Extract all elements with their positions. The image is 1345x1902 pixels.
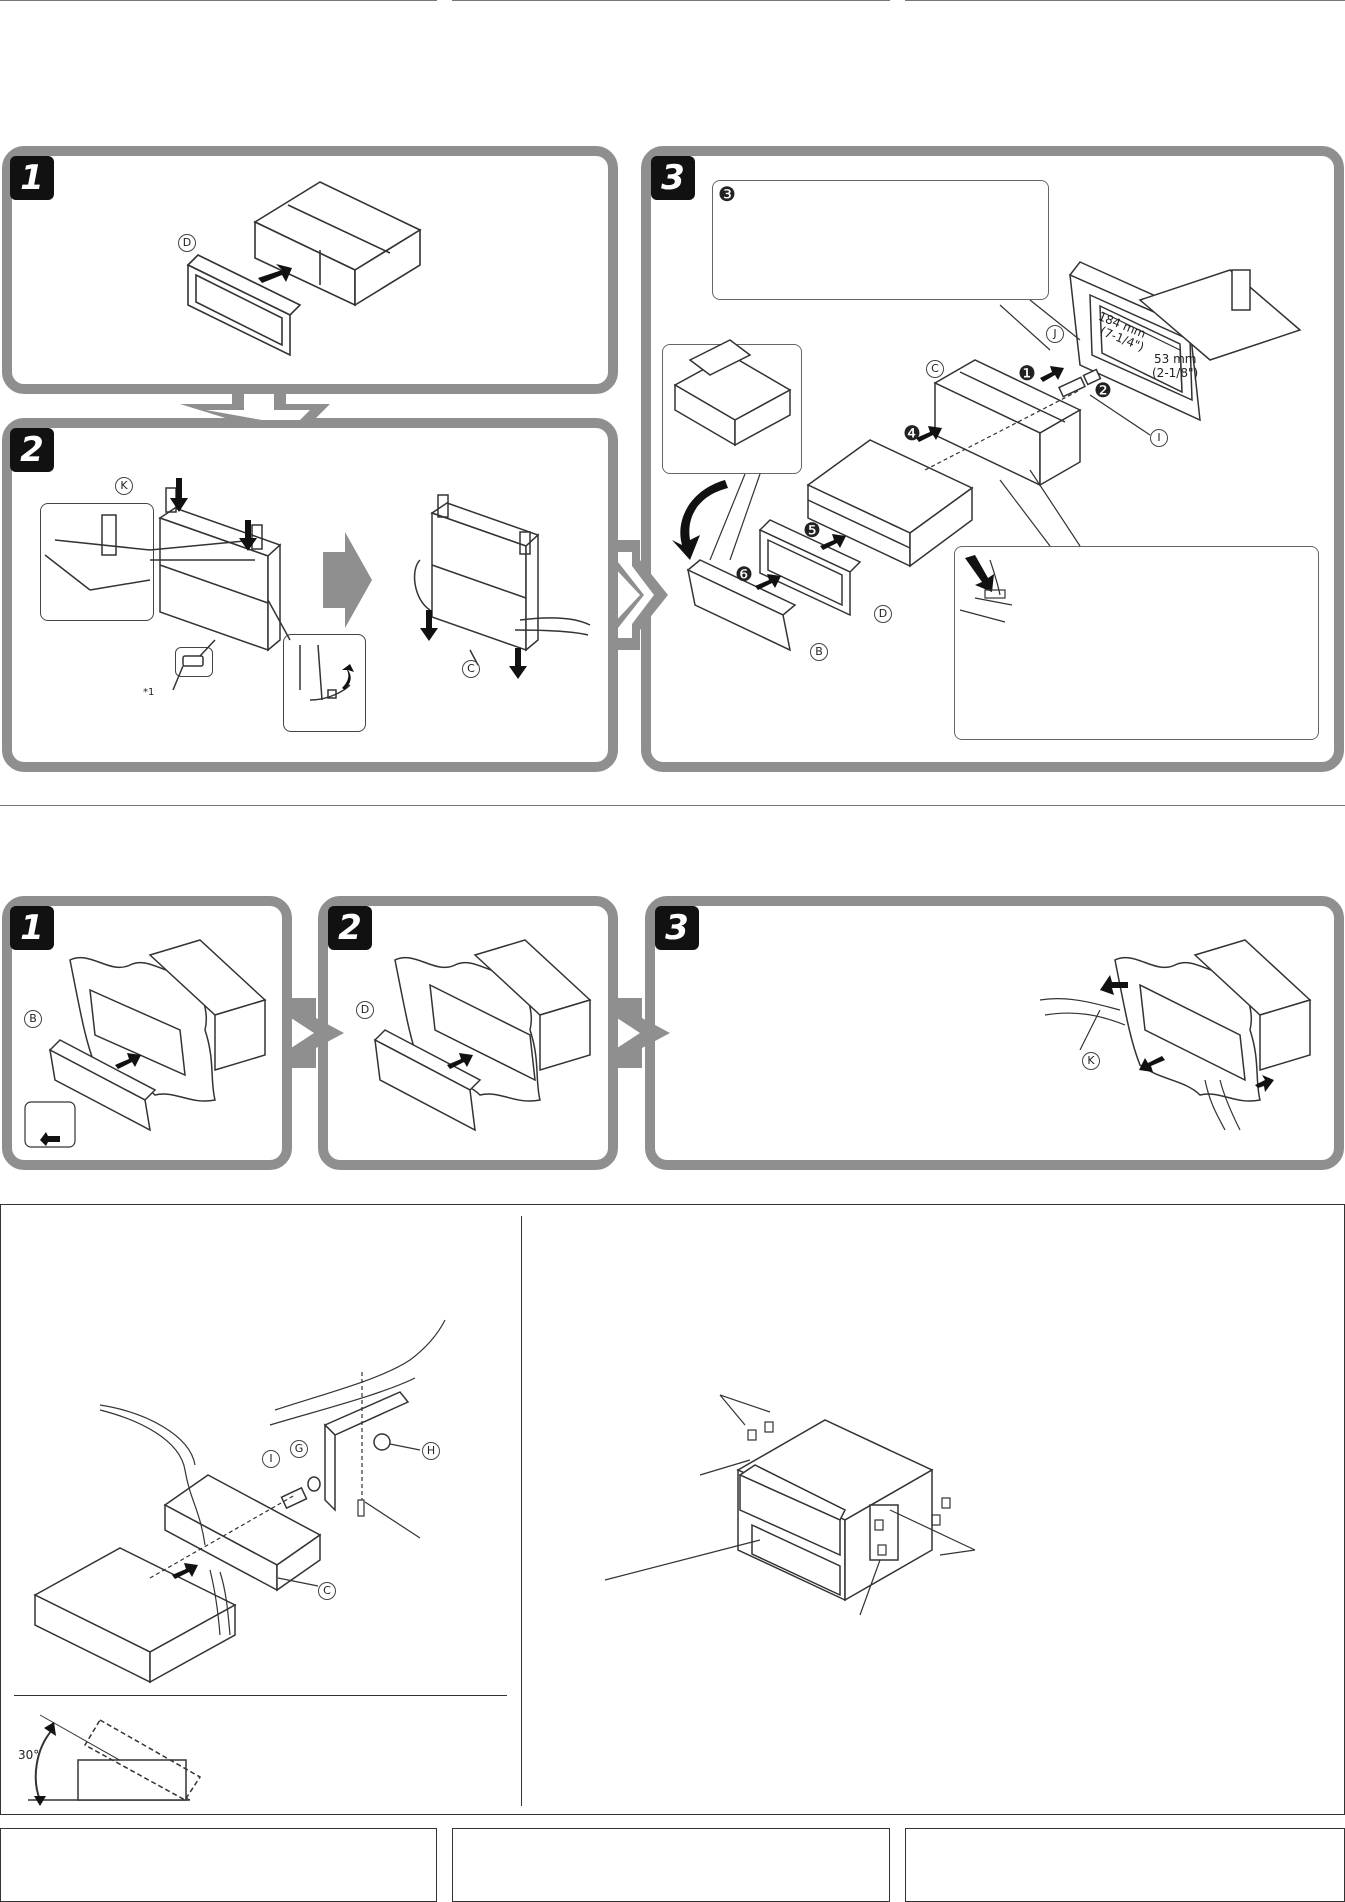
part-label-d-step1: D — [178, 234, 196, 252]
part-label-d-install2: D — [356, 1001, 374, 1019]
footer-box-left — [0, 1828, 437, 1902]
sub-step-6-marker: ❻ — [735, 562, 753, 586]
top-rule-right — [905, 0, 1345, 1]
footnote-marker: *1 — [143, 687, 155, 698]
sub-step-4-marker: ❹ — [903, 421, 921, 445]
sub-step-1-marker: ❶ — [1018, 361, 1036, 385]
inset-footnote-detail — [175, 647, 213, 677]
part-label-i-step3: I — [1150, 429, 1168, 447]
inset-k-detail — [40, 503, 154, 621]
step-3-badge: 3 — [651, 156, 695, 200]
part-label-c-step3: C — [926, 360, 944, 378]
footer-box-middle — [452, 1828, 890, 1902]
part-label-k-install3: K — [1082, 1052, 1100, 1070]
angle-label: 30° — [18, 1748, 40, 1762]
footer-box-right — [905, 1828, 1345, 1902]
part-label-b-install1: B — [24, 1010, 42, 1028]
part-label-c-step2: C — [462, 660, 480, 678]
part-label-k-step2: K — [115, 477, 133, 495]
inset-release-callout — [954, 546, 1319, 740]
part-label-j-step3: J — [1046, 325, 1064, 343]
angle-section-rule — [14, 1695, 507, 1696]
part-label-h-bracket: H — [422, 1442, 440, 1460]
part-label-i-bracket: I — [262, 1450, 280, 1468]
install-step-1-badge: 1 — [10, 906, 54, 950]
mounting-section-split — [521, 1216, 522, 1806]
sub-step-3-callout — [712, 180, 1049, 300]
install-step-2-badge: 2 — [328, 906, 372, 950]
top-rule-left — [0, 0, 437, 1]
top-rule-middle — [452, 0, 890, 1]
dimension-height-mm: 53 mm — [1154, 352, 1197, 366]
sub-step-3-marker: ❸ — [718, 182, 736, 206]
part-label-c-bracket: C — [318, 1582, 336, 1600]
section-divider — [0, 805, 1345, 806]
part-label-b-step3: B — [810, 643, 828, 661]
sub-step-5-marker: ❺ — [803, 518, 821, 542]
part-label-d-step3: D — [874, 605, 892, 623]
step-1-badge: 1 — [10, 156, 54, 200]
dimension-height-in: (2-1/8") — [1152, 366, 1199, 380]
sub-step-2-marker: ❷ — [1094, 378, 1112, 402]
inset-tab-detail — [283, 634, 366, 732]
install-step-3-badge: 3 — [655, 906, 699, 950]
step-2-badge: 2 — [10, 428, 54, 472]
part-label-g-bracket: G — [290, 1440, 308, 1458]
